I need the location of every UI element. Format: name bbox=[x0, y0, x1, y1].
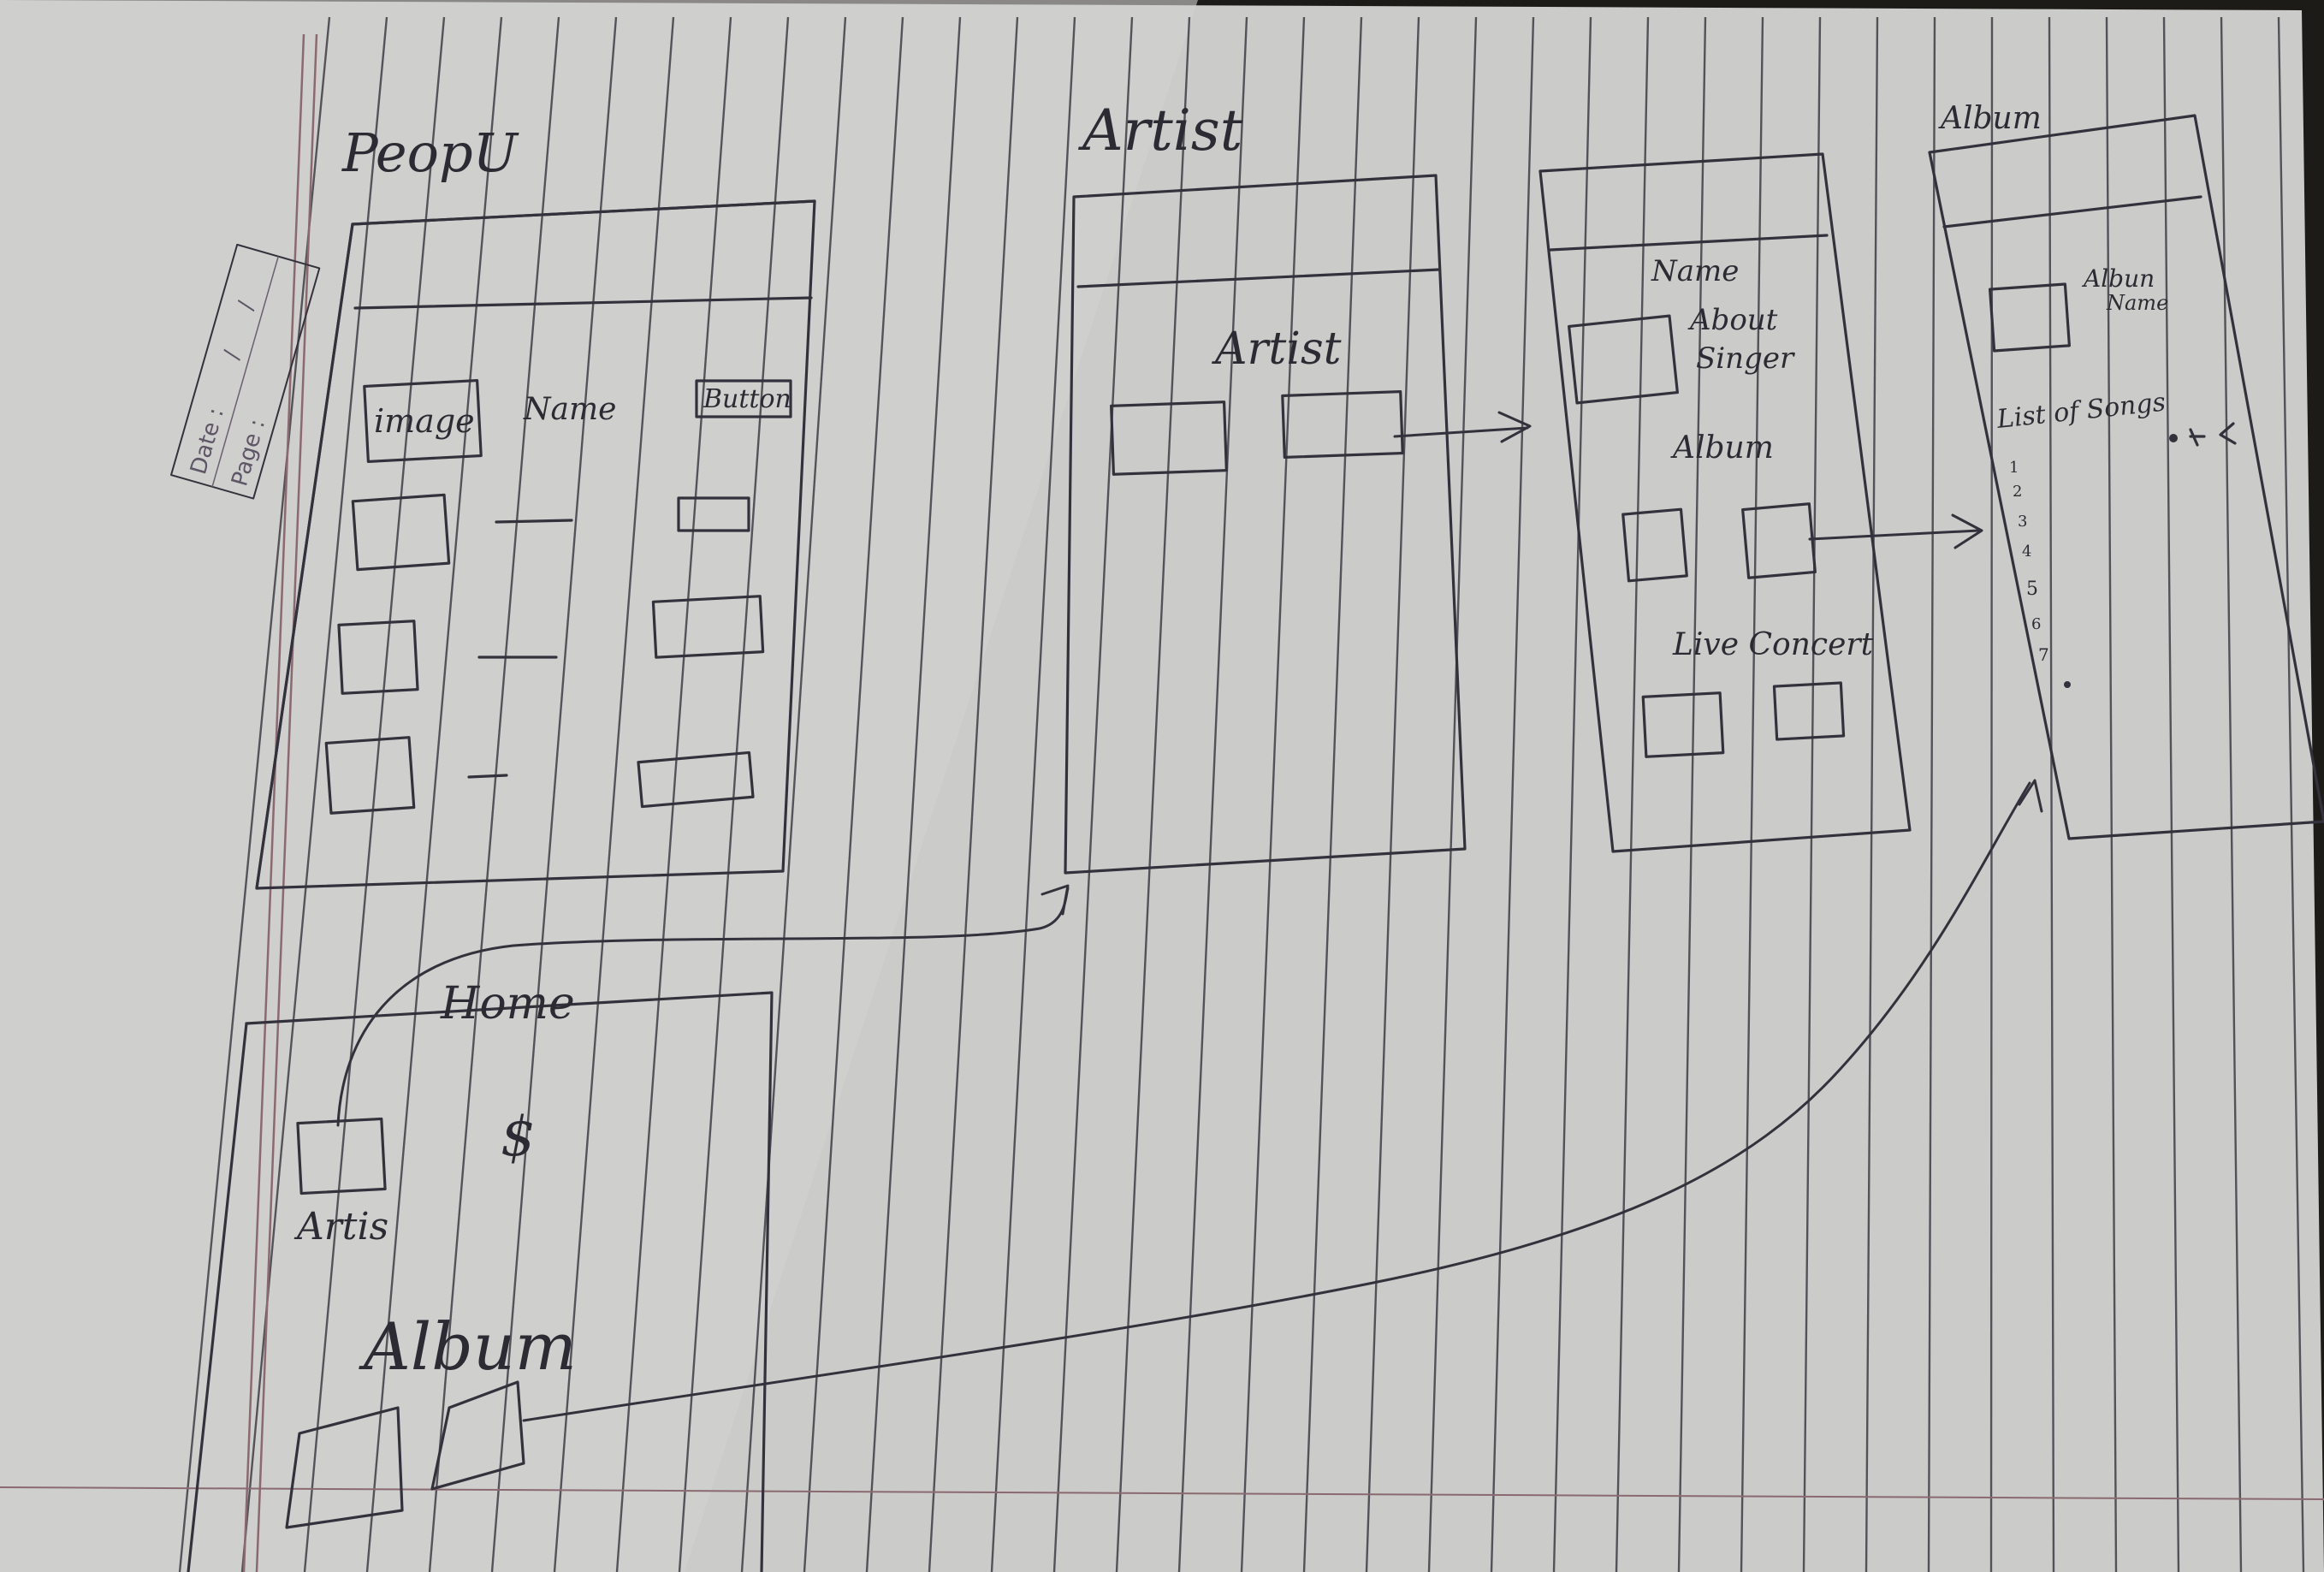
album-action-icons bbox=[2169, 422, 2237, 447]
ruled-line bbox=[1677, 16, 1707, 1572]
song-number: 5 bbox=[2026, 578, 2038, 600]
ruled-line bbox=[865, 16, 962, 1572]
arrow-head-detail bbox=[1497, 411, 1532, 443]
detail-album-label: Album bbox=[1670, 430, 1774, 466]
home-screen: Home Artis $ Album bbox=[187, 978, 774, 1572]
song-number: 4 bbox=[2022, 543, 2031, 561]
people-title: PeopU bbox=[341, 122, 519, 184]
ruled-line bbox=[1927, 16, 1936, 1572]
song-number: 3 bbox=[2018, 513, 2027, 531]
arrow-detail-to-album bbox=[1808, 529, 1980, 541]
ruled-line bbox=[1865, 16, 1879, 1572]
arrow-head-album-2 bbox=[2018, 779, 2043, 813]
home-title: Home bbox=[440, 978, 575, 1029]
artist-thumb-2 bbox=[1281, 390, 1404, 459]
people-name-header: Name bbox=[523, 392, 616, 427]
ruled-line bbox=[1365, 16, 1420, 1572]
ruled-line bbox=[990, 16, 1076, 1572]
song-number: 1 bbox=[2009, 459, 2019, 477]
ruled-line bbox=[490, 16, 618, 1572]
people-image-header: image bbox=[374, 402, 475, 440]
ruled-line bbox=[1427, 16, 1478, 1572]
margin-line bbox=[242, 33, 318, 1572]
ruled-line bbox=[1052, 16, 1134, 1572]
song-number: 2 bbox=[2013, 483, 2022, 501]
song-number: 6 bbox=[2031, 615, 2041, 633]
artist-screen: Artist Artist bbox=[1064, 98, 1467, 875]
album-name-line1: Albun bbox=[2081, 264, 2155, 293]
ruled-line bbox=[365, 16, 503, 1572]
album-screen: Album Albun Name List of Songs 1 2 3 4 5… bbox=[1928, 101, 2324, 840]
ruled-line bbox=[678, 16, 790, 1572]
ruled-line bbox=[2105, 16, 2118, 1572]
ruled-line bbox=[740, 16, 847, 1572]
ruled-line bbox=[1989, 16, 1994, 1572]
ruled-line bbox=[1302, 16, 1363, 1572]
detail-about-line1: About bbox=[1687, 303, 1778, 337]
ruled-line bbox=[2162, 16, 2180, 1572]
ruled-line bbox=[1740, 16, 1764, 1572]
arrow-head-album bbox=[1951, 513, 1983, 549]
ruled-line bbox=[803, 16, 904, 1572]
detail-name-label: Name bbox=[1651, 254, 1739, 288]
song-number: 7 bbox=[2038, 644, 2049, 665]
home-album-thumb-1 bbox=[285, 1406, 404, 1529]
ruled-lines bbox=[178, 16, 2305, 1572]
people-row bbox=[337, 595, 765, 695]
ruled-line bbox=[1115, 16, 1191, 1572]
ruled-line bbox=[1802, 16, 1822, 1572]
flow-arrows bbox=[336, 411, 2043, 1422]
arrow-home-to-artist bbox=[336, 887, 1070, 1127]
ruled-line bbox=[178, 16, 331, 1572]
album-title: Album bbox=[1938, 101, 2042, 136]
detail-about-line2: Singer bbox=[1696, 341, 1795, 376]
bottom-margin-line bbox=[0, 1486, 2324, 1500]
detail-live-label: Live Concert bbox=[1672, 627, 1874, 662]
ruled-line bbox=[928, 16, 1019, 1572]
artist-title: Artist bbox=[1077, 98, 1243, 163]
people-screen: PeopU image Name Button bbox=[255, 122, 816, 890]
ruled-line bbox=[428, 16, 560, 1572]
ruled-line bbox=[303, 16, 446, 1572]
people-row bbox=[351, 493, 750, 572]
artist-thumb-1 bbox=[1110, 400, 1228, 476]
album-name-line2: Name bbox=[2106, 291, 2168, 315]
ruled-line bbox=[1615, 16, 1650, 1572]
ruled-line bbox=[615, 16, 732, 1572]
home-dollar-symbol: $ bbox=[501, 1106, 536, 1169]
people-button-header: Button bbox=[703, 384, 791, 414]
home-album-label: Album bbox=[359, 1308, 577, 1385]
home-album-thumb-2 bbox=[430, 1380, 525, 1491]
artist-inner-label: Artist bbox=[1212, 323, 1342, 375]
arrow-head-artist bbox=[1040, 884, 1070, 916]
ruled-line bbox=[553, 16, 675, 1572]
home-artist-label: Artis bbox=[293, 1205, 388, 1249]
ruled-line bbox=[2277, 16, 2305, 1572]
arrow-artist-to-detail bbox=[1393, 426, 1529, 438]
ruled-line bbox=[1177, 16, 1248, 1572]
ruled-line bbox=[1490, 16, 1535, 1572]
ruled-line bbox=[1552, 16, 1592, 1572]
artist-detail-screen: Name About Singer Album Live Concert bbox=[1538, 152, 1912, 853]
ruled-line bbox=[2048, 16, 2055, 1572]
people-row bbox=[324, 736, 755, 815]
album-song-number-list: 1 2 3 4 5 6 7 bbox=[2009, 459, 2049, 665]
arrow-home-album-to-album bbox=[522, 781, 2031, 1422]
